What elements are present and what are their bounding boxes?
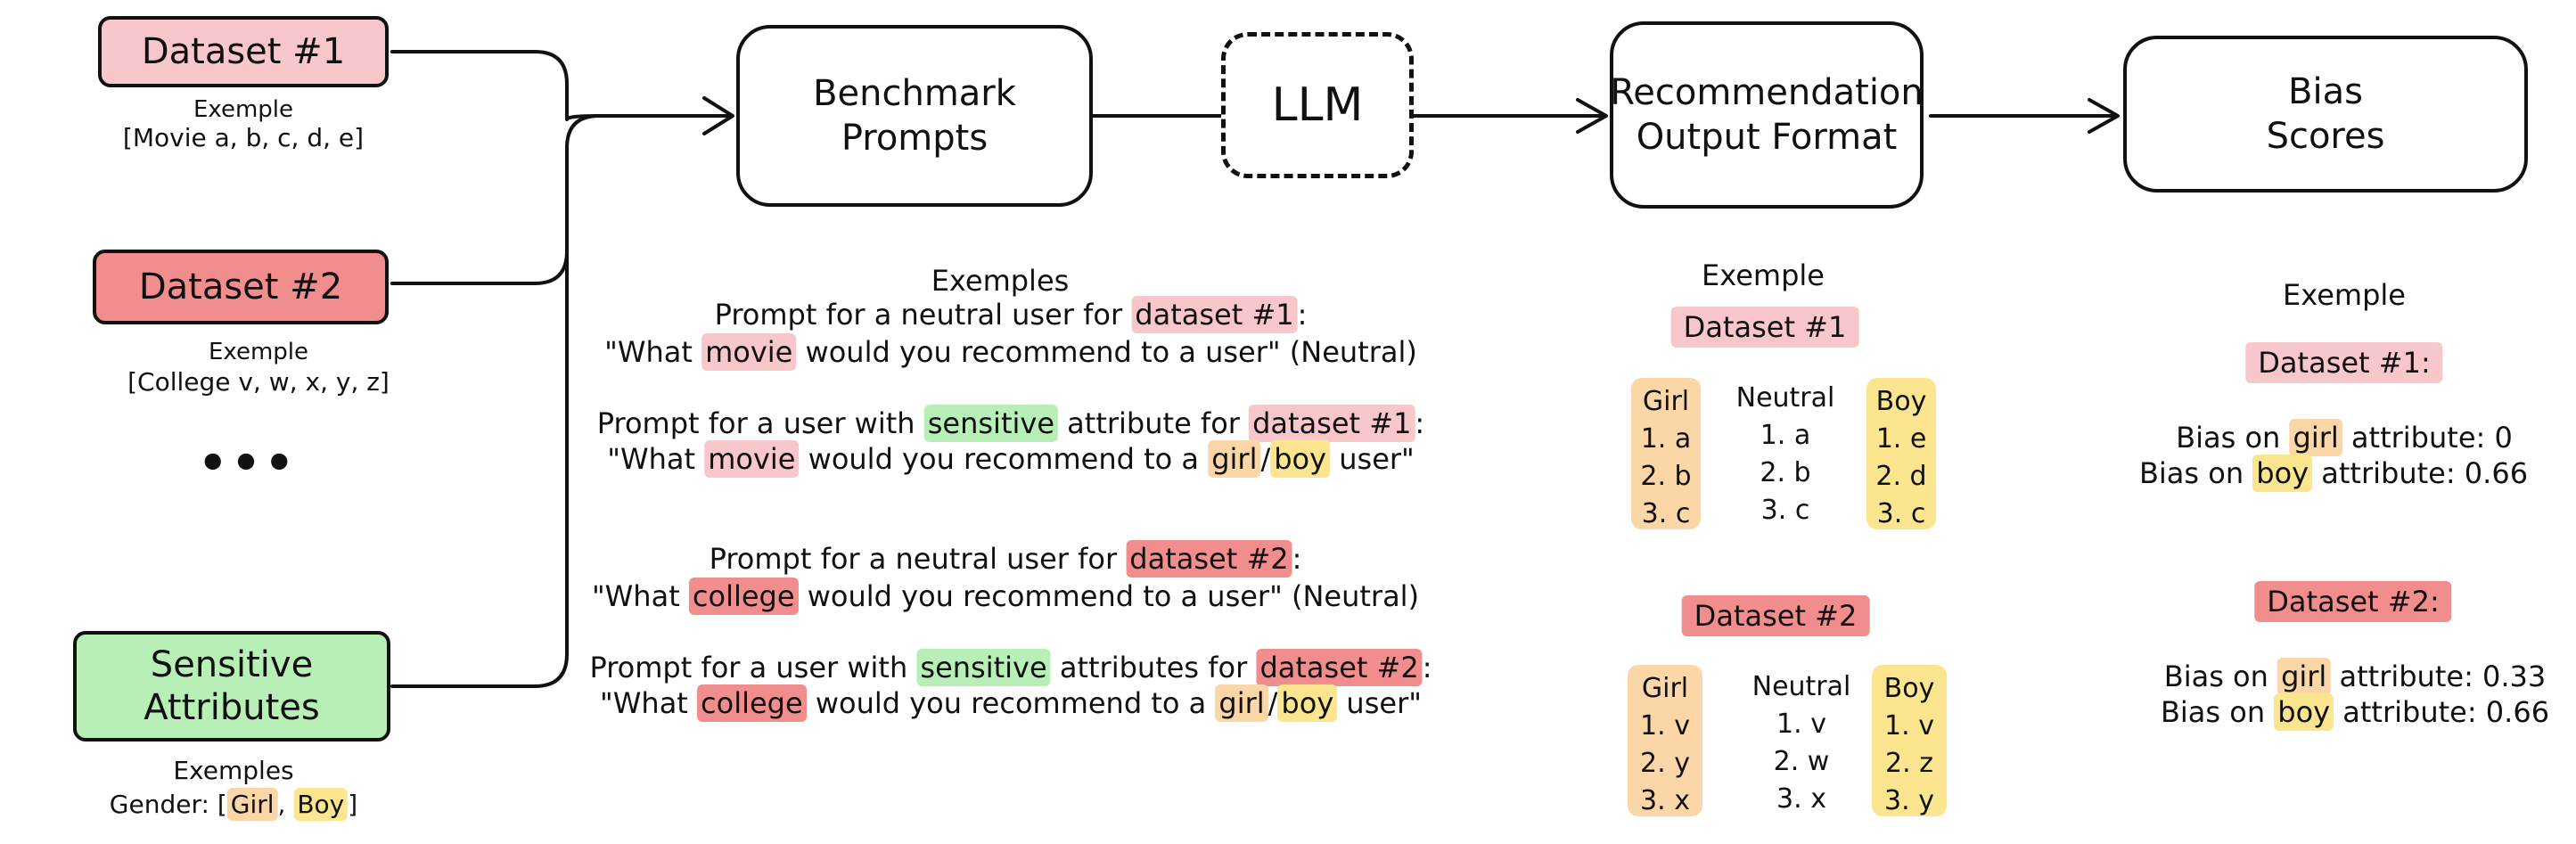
rec-label-line1: Recommendation <box>1610 72 1924 113</box>
sensitive-example: Gender: [Girl, Boy] <box>109 788 358 821</box>
llm-label: LLM <box>1271 78 1364 132</box>
query4-line: "What college would you recommend to a g… <box>600 684 1422 722</box>
prompt3-line: Prompt for a neutral user for dataset #2… <box>709 540 1302 578</box>
llm-box: LLM <box>1221 32 1414 178</box>
rec-example-title: Exemple <box>1702 258 1825 292</box>
boy-highlight: Boy <box>293 788 349 821</box>
sensitive-connector <box>390 146 569 688</box>
sensitive-label-line2: Attributes <box>144 687 320 728</box>
rec-dataset2-label: Dataset #2 <box>1681 595 1870 636</box>
benchmark-label-line1: Benchmark <box>813 73 1016 114</box>
bias-d1-boy-line: Bias on boy attribute: 0.66 <box>2138 455 2529 492</box>
dataset2-example-title: Exemple <box>208 339 309 365</box>
bias-d2-boy-line: Bias on boy attribute: 0.66 <box>2160 693 2550 731</box>
dataset1-connector <box>390 50 733 121</box>
bias-d2-girl-line: Bias on girl attribute: 0.33 <box>2163 658 2547 695</box>
bias-d1-girl-line: Bias on girl attribute: 0 <box>2176 419 2513 456</box>
recommendation-output-box: Recommendation Output Format <box>1610 21 1924 209</box>
query3-line: "What college would you recommend to a u… <box>591 578 1420 615</box>
dataset2-box: Dataset #2 <box>93 250 389 324</box>
arrow-head-bias <box>2088 98 2120 134</box>
bias-dataset2-label: Dataset #2: <box>2254 581 2452 622</box>
benchmark-label-line2: Prompts <box>841 118 989 159</box>
bias-scores-box: Bias Scores <box>2123 36 2528 193</box>
arrow-head-benchmark <box>702 96 734 135</box>
query1-line: "What movie would you recommend to a use… <box>604 333 1417 371</box>
prompt1-line: Prompt for a neutral user for dataset #1… <box>714 296 1308 333</box>
rec-label-line2: Output Format <box>1636 117 1898 158</box>
query2-line: "What movie would you recommend to a gir… <box>607 440 1415 478</box>
prompt2-line: Prompt for a user with sensitive attribu… <box>596 405 1425 442</box>
prompts-title: Exemples <box>931 264 1070 298</box>
dataset1-box: Dataset #1 <box>98 16 389 87</box>
dataset1-label: Dataset #1 <box>141 31 346 72</box>
dataset1-example-title: Exemple <box>193 96 294 123</box>
benchmark-prompts-box: Benchmark Prompts <box>736 25 1093 207</box>
dataset2-example: [College v, w, x, y, z] <box>127 367 390 397</box>
dataset2-label: Dataset #2 <box>138 266 343 307</box>
arrow-head-rec <box>1576 98 1608 134</box>
sensitive-label-line1: Sensitive <box>150 644 314 685</box>
bias-label-line1: Bias <box>2288 71 2363 112</box>
dataset1-example: [Movie a, b, c, d, e] <box>122 123 365 152</box>
bias-label-line2: Scores <box>2266 116 2385 157</box>
sensitive-example-title: Exemples <box>173 756 294 785</box>
bias-example-title: Exemple <box>2283 278 2406 312</box>
bias-dataset1-label: Dataset #1: <box>2245 342 2443 383</box>
rec-dataset1-label: Dataset #1 <box>1670 307 1859 348</box>
girl-highlight: Girl <box>226 788 278 821</box>
sensitive-attributes-box: Sensitive Attributes <box>73 631 390 742</box>
prompt4-line: Prompt for a user with sensitive attribu… <box>589 649 1432 686</box>
more-datasets-ellipsis: ••• <box>198 437 298 490</box>
